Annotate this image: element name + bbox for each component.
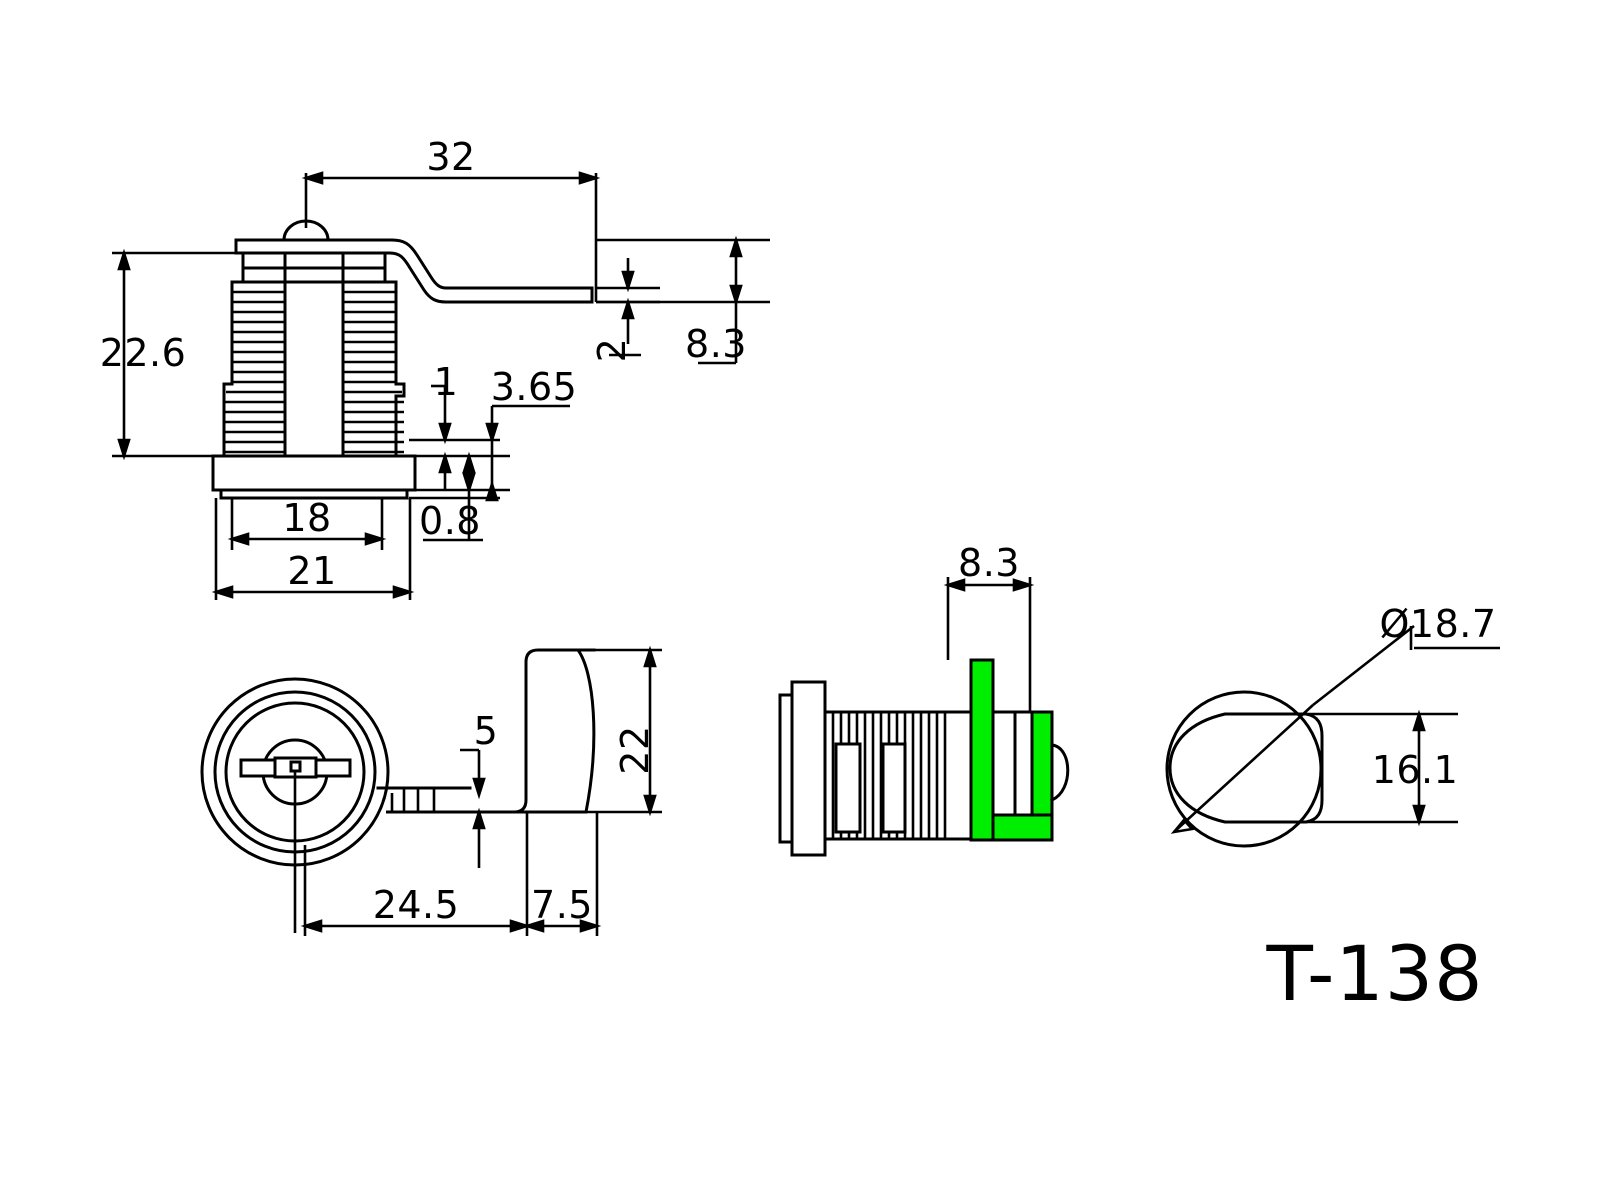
dia-leader-arrow: [1170, 818, 1195, 834]
dim-16-1-line: [1300, 709, 1458, 827]
dim-3-65-text: 3.65: [491, 365, 578, 409]
thread-hatch-left: [224, 290, 285, 454]
dim-32-text: 32: [426, 135, 475, 179]
dim-22-cam-line: [580, 645, 662, 817]
dim-0-8-text: 0.8: [419, 499, 481, 543]
dim-21-line: [211, 498, 415, 600]
dim-22-6-text: 22.6: [100, 331, 187, 375]
dim-18-text: 18: [282, 496, 331, 540]
dim-dia-18-7-text: Ø18.7: [1379, 602, 1496, 646]
barrel-slot-right: [881, 742, 907, 834]
dia-leader-line: [1173, 704, 1314, 833]
threaded-barrel: [222, 251, 406, 458]
face-view-with-cam: 5 22 24.5: [200, 645, 662, 936]
dim-1-text: 1: [434, 360, 459, 404]
part-number-label: T-138: [1266, 929, 1484, 1018]
rear-plate: [778, 693, 794, 844]
thread-hatch-right: [343, 290, 404, 454]
dim-22-cam-text: 22: [613, 725, 657, 774]
dim-8-3-top-text: 8.3: [685, 322, 747, 366]
dim-8-3-side-text: 8.3: [958, 541, 1020, 585]
green-cam-highlight: [969, 658, 1054, 842]
dim-5-text: 5: [474, 709, 499, 753]
dim-21-text: 21: [287, 549, 336, 593]
dim-flange-detail-lines: [409, 384, 570, 542]
cam-hook: [1050, 743, 1070, 802]
dim-7-5-text: 7.5: [531, 883, 593, 927]
flange-block: [790, 680, 827, 857]
barrel-slot-left: [834, 742, 862, 834]
end-view: 16.1 Ø18.7: [1165, 602, 1500, 848]
cam-arm-profile: [234, 219, 594, 304]
side-section-view: 8.3: [778, 541, 1070, 857]
mounting-flange: [211, 454, 417, 500]
dim-7-5-line: [522, 812, 602, 936]
dia-leader-ext: [1312, 624, 1415, 707]
dim-8-3-top-line: [596, 235, 770, 365]
dim-32-line: [301, 171, 601, 302]
dim-24-5-line: [300, 812, 532, 936]
cam-notch: [991, 710, 1034, 817]
dim-8-3-side-line: [943, 577, 1035, 712]
dim-24-5-text: 24.5: [373, 883, 460, 927]
dim-18-line: [227, 498, 387, 550]
front-elevation-view: 32 22.6 2: [100, 135, 770, 600]
dim-5-line: [460, 748, 486, 868]
end-inner-profile: [1168, 712, 1324, 824]
dim-16-1-text: 16.1: [1372, 748, 1459, 792]
dim-22-6-line: [112, 248, 250, 461]
dim-2-text: 2: [590, 338, 634, 363]
